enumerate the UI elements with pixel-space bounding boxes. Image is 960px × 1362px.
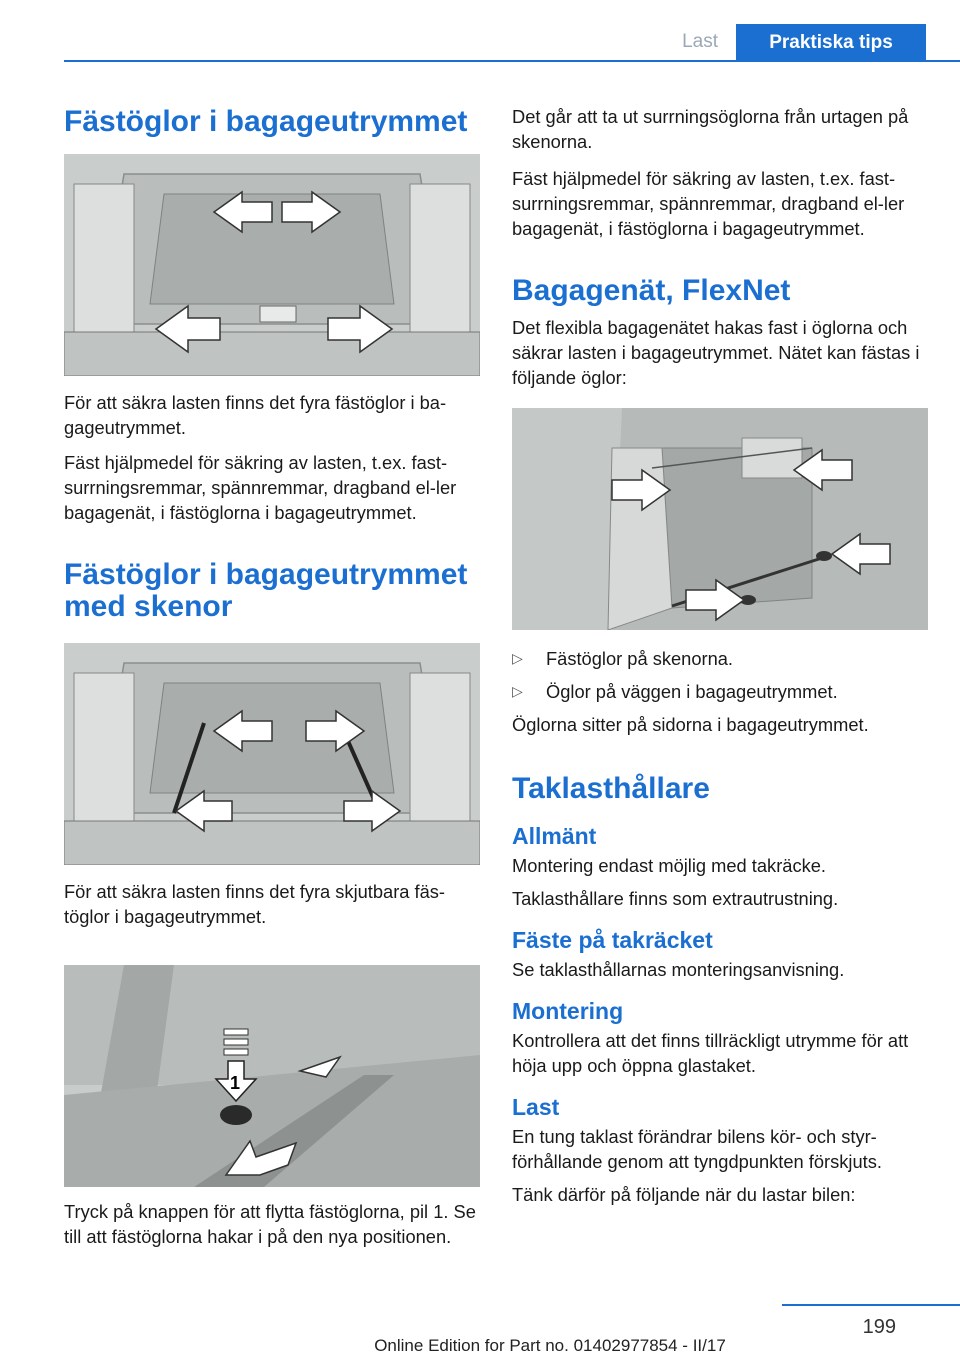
bullet-text: Fästöglor på skenorna. (546, 648, 733, 669)
heading-taklasthallare: Taklasthållare (512, 772, 710, 805)
heading-fastoglor-skenor: Fästöglor i bagageutrymmet med skenor (64, 558, 468, 623)
rail-eyelets-illustration (64, 643, 480, 865)
footer-edition: Online Edition for Part no. 01402977854 … (374, 1336, 726, 1355)
header-tab-section[interactable]: Last (682, 31, 718, 52)
figure-flexnet (512, 408, 928, 630)
flexnet-bullet-list: ▷ Fästöglor på skenorna. ▷ Öglor på vägg… (512, 646, 930, 704)
right-paragraph-9: En tung taklast förändrar bilens kör- oc… (512, 1126, 882, 1172)
right-paragraph-4: Öglorna sitter på sidorna i bagageutrymm… (512, 714, 869, 735)
right-paragraph-8: Kontrollera att det finns tillräckligt u… (512, 1030, 909, 1076)
heading-fastoglor: Fästöglor i bagageutrymmet (64, 105, 468, 138)
bullet-text: Öglor på väggen i bagageutrymmet. (546, 681, 838, 702)
subheading-faste: Fäste på takräcket (512, 927, 713, 953)
header-rule (64, 60, 960, 62)
right-paragraph-7: Se taklasthållarnas monteringsanvisning. (512, 959, 845, 980)
left-paragraph-2: Fäst hjälpmedel för säkring av lasten, t… (64, 452, 457, 523)
bullet-triangle-icon: ▷ (512, 650, 523, 666)
cargo-eyelets-illustration (64, 154, 480, 376)
right-paragraph-3: Det flexibla bagagenätet hakas fast i ög… (512, 317, 920, 388)
figure-slide-eyelet: 1 (64, 965, 480, 1187)
page-number: 199 (862, 1316, 896, 1338)
right-column: Det går att ta ut surrningsöglorna från … (512, 98, 930, 1207)
left-column: Fästöglor i bagageutrymmet För att säkra… (64, 98, 482, 1249)
left-paragraph-1: För att säkra lasten finns det fyra fäst… (64, 392, 447, 438)
slide-eyelet-illustration: 1 (64, 965, 480, 1187)
subheading-allmant: Allmänt (512, 823, 597, 849)
subheading-montering: Montering (512, 998, 624, 1024)
figure-cargo-eyelets (64, 154, 480, 376)
footer-rule (782, 1304, 960, 1306)
figure-rail-eyelets (64, 643, 480, 865)
left-paragraph-3: För att säkra lasten finns det fyra skju… (64, 881, 446, 927)
right-paragraph-1: Det går att ta ut surrningsöglorna från … (512, 106, 909, 152)
callout-number-1: 1 (230, 1073, 240, 1093)
bullet-item: ▷ Öglor på väggen i bagageutrymmet. (512, 679, 930, 704)
bullet-triangle-icon: ▷ (512, 683, 523, 699)
right-paragraph-6: Taklasthållare finns som extrautrustning… (512, 888, 839, 909)
flexnet-illustration (512, 408, 928, 630)
subheading-last: Last (512, 1094, 560, 1120)
header-tab-chapter[interactable]: Praktiska tips (736, 24, 926, 62)
left-paragraph-4: Tryck på knappen för att flytta fästöglo… (64, 1201, 476, 1247)
bullet-item: ▷ Fästöglor på skenorna. (512, 646, 930, 671)
heading-flexnet: Bagagenät, FlexNet (512, 274, 791, 307)
right-paragraph-10: Tänk därför på följande när du lastar bi… (512, 1184, 856, 1205)
right-paragraph-5: Montering endast möjlig med takräcke. (512, 855, 826, 876)
right-paragraph-2: Fäst hjälpmedel för säkring av lasten, t… (512, 168, 905, 239)
